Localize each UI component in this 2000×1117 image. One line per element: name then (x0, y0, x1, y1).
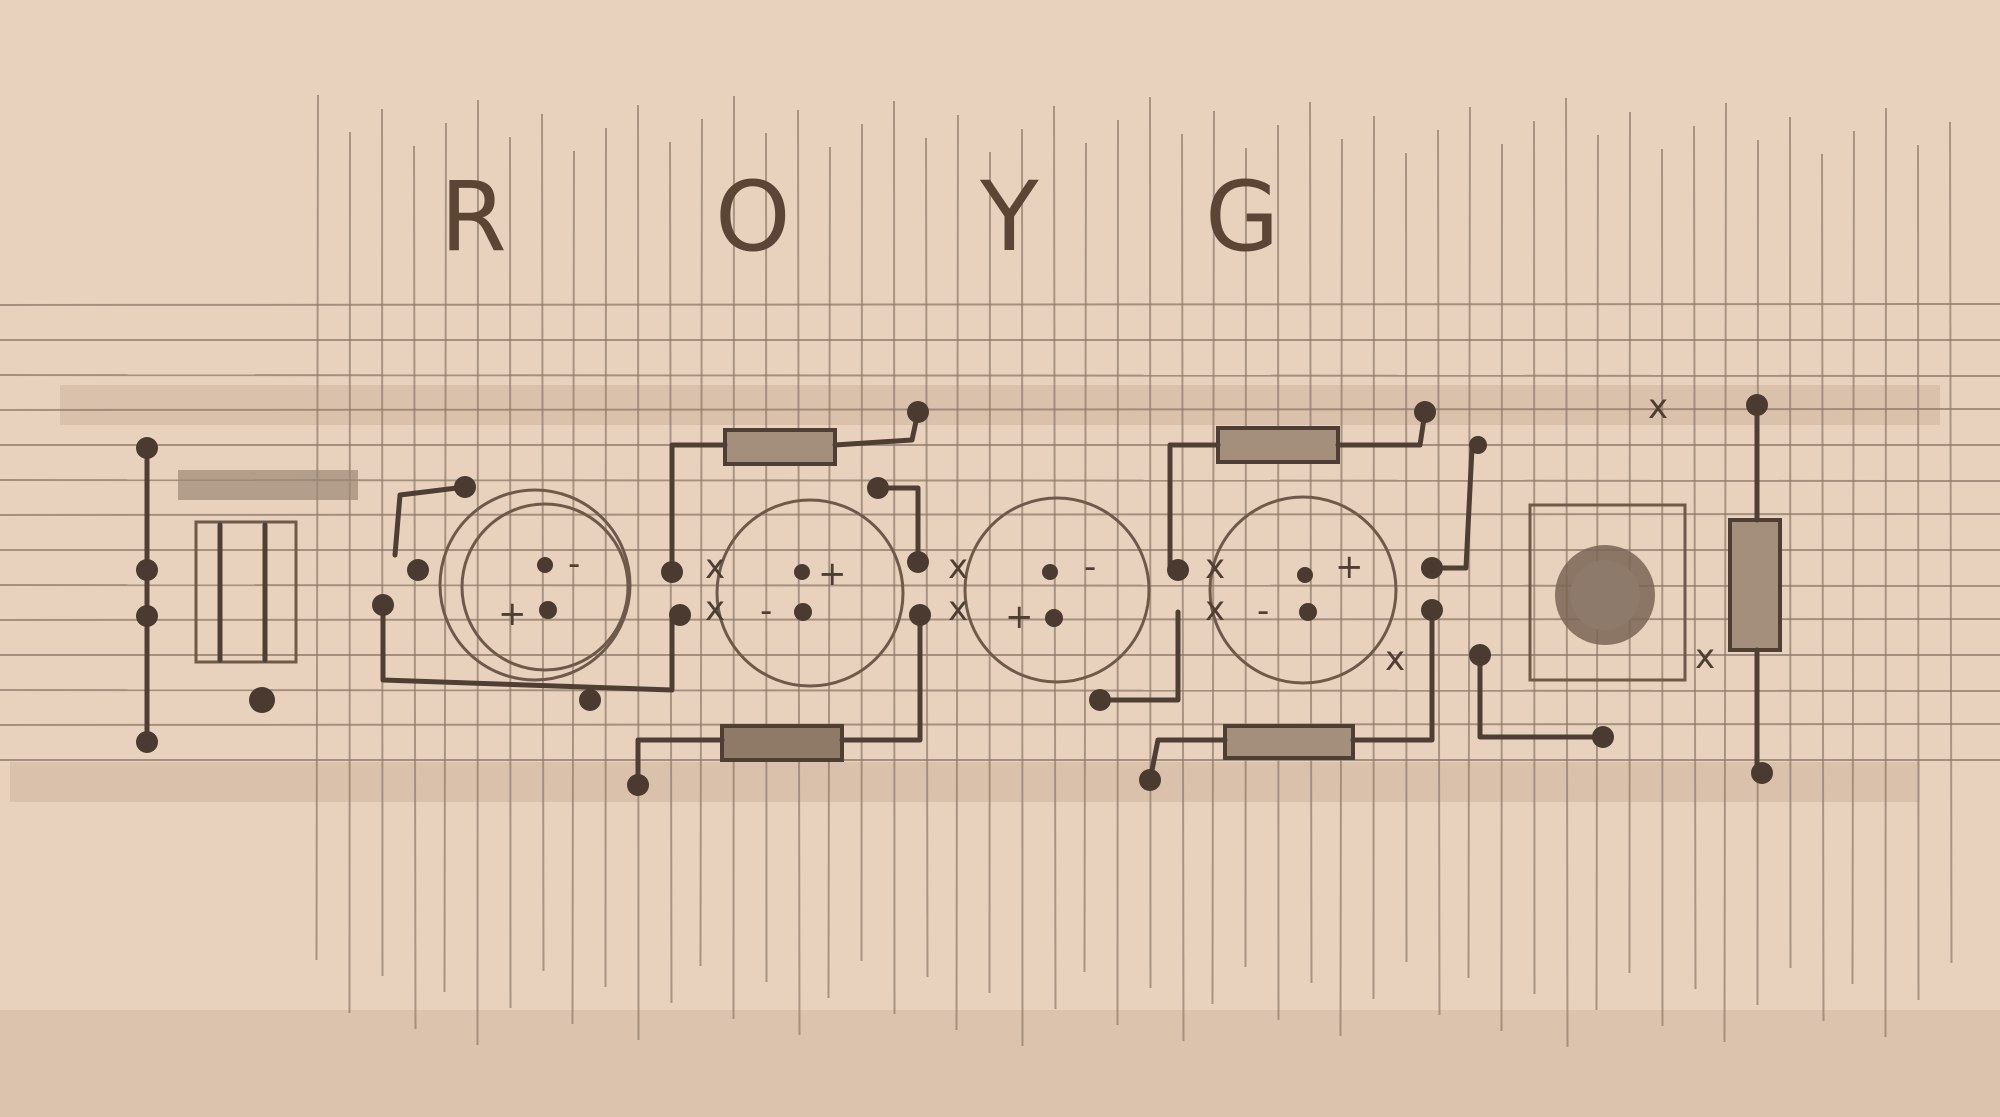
grid-column-line (1339, 138, 1343, 1037)
cut-mark-4: x (948, 589, 968, 629)
cut-mark-9: x (1695, 637, 1715, 677)
grid-column-line (860, 123, 863, 962)
grid-row-line (0, 723, 2000, 726)
grid-column-line (1821, 153, 1825, 1022)
cut-mark-1: x (705, 547, 725, 587)
grid-row-line (0, 584, 2000, 587)
grid-column-line (1917, 144, 1920, 1001)
led-orange-minus: - (760, 591, 772, 631)
push-button (1528, 503, 1687, 682)
grid-column-line (1372, 115, 1375, 1000)
grid-column-line (1309, 101, 1313, 984)
grid-column-line (1149, 96, 1152, 989)
led-red-plus: + (498, 594, 527, 634)
led-red: + - (438, 488, 632, 682)
grid-column-line (348, 131, 351, 1014)
led-green-minus: - (1257, 591, 1269, 631)
grid-column-line (1021, 128, 1024, 1047)
grid-column-line (637, 104, 640, 1041)
grid-row-line (0, 374, 2000, 377)
cut-mark-6: x (1205, 589, 1225, 629)
led-yellow-minus: - (1084, 547, 1096, 587)
grid-column-line (509, 136, 512, 1009)
grid-column-line (699, 118, 703, 967)
resistor-top-1 (723, 428, 837, 466)
led-green-plus: + (1335, 547, 1364, 587)
grid-column-line (893, 100, 896, 1015)
led-orange-plus: + (818, 554, 847, 594)
label-yellow: Y (979, 161, 1039, 273)
grid-column-line (571, 150, 575, 1025)
grid-column-line (315, 94, 319, 961)
label-orange: O (715, 161, 791, 273)
led-red-minus: - (568, 544, 580, 584)
grid-row-line (0, 408, 2000, 411)
cut-mark-5: x (1205, 547, 1225, 587)
cut-mark-7: x (1385, 639, 1405, 679)
grid-column-line (765, 132, 768, 983)
grid-column-line (1053, 105, 1057, 1010)
grid-column-line (1884, 107, 1887, 1038)
strip-cut-marks: x x x x x x x x x (705, 387, 1715, 679)
grid-column-line (827, 146, 831, 999)
grid-column-line (1211, 110, 1215, 1005)
grid-column-line (1661, 148, 1664, 1027)
grid-column-line (1244, 147, 1247, 968)
grid-column-line (413, 145, 417, 1030)
paper-lower-fold (0, 1010, 2000, 1117)
grid-column-line (1181, 133, 1185, 1042)
resistor-top-2 (1216, 426, 1340, 464)
cut-mark-2: x (705, 589, 725, 629)
grid-row-line (0, 689, 2000, 692)
grid-column-line (1533, 120, 1536, 995)
grid-column-line (1116, 119, 1119, 1026)
grid-row-line (0, 513, 2000, 516)
led-yellow: + - (963, 496, 1151, 684)
wire-end-points (372, 394, 1773, 796)
grid-column-line (1851, 130, 1855, 985)
label-red: R (440, 161, 507, 273)
grid-column-line (732, 95, 735, 1020)
grid-column-line (1789, 116, 1792, 969)
resistor-bottom-1 (720, 724, 844, 762)
grid-column-line (1949, 121, 1953, 964)
led-green: - + (1208, 495, 1398, 685)
left-connector-block (136, 437, 358, 753)
grid-column-line (1083, 142, 1087, 973)
grid-column-line (988, 151, 991, 994)
grid-column-line (1405, 152, 1408, 963)
top-rail-shading (60, 385, 1940, 425)
resistor-vertical (1728, 518, 1782, 652)
grid-column-line (604, 127, 607, 988)
grid-column-line (1277, 124, 1280, 1021)
grid-column-line (1500, 143, 1503, 1032)
grid-column-line (381, 108, 384, 977)
grid-column-line (476, 99, 479, 1046)
wires (380, 397, 1760, 788)
resistor-bottom-2 (1223, 724, 1355, 760)
cut-mark-8: x (1648, 387, 1668, 427)
grid-column-line (1628, 111, 1631, 974)
led-orange: - + (715, 498, 905, 688)
grid-column-line (1693, 125, 1697, 990)
grid-row-line (0, 303, 2000, 306)
grid-column-line (1723, 102, 1727, 1043)
cut-mark-3: x (948, 547, 968, 587)
label-green: G (1205, 161, 1279, 273)
bottom-rail-shading (10, 762, 1920, 802)
grid-column-line (955, 114, 959, 1031)
grid-row-line (0, 618, 2000, 621)
grid-column-line (541, 113, 545, 972)
led-yellow-plus: + (1005, 597, 1034, 637)
hatched-area (178, 470, 358, 500)
